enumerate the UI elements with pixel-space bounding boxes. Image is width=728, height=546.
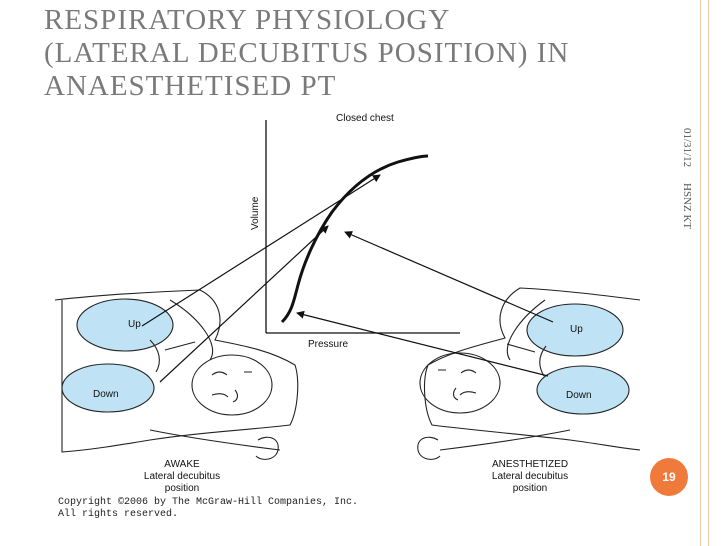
- decorative-rule-inner: [708, 0, 709, 546]
- arrow-right-up: [344, 231, 554, 323]
- left-arm: [149, 299, 281, 451]
- left-face: [211, 371, 252, 403]
- right-patient-illustration: [417, 287, 641, 460]
- copyright-notice: Copyright ©2006 by The McGraw-Hill Compa…: [58, 497, 359, 520]
- right-up-label: Up: [570, 324, 583, 335]
- page-number-badge: 19: [650, 458, 688, 496]
- x-axis-label: Pressure: [308, 339, 348, 350]
- right-head: [419, 352, 501, 414]
- right-up-lung: [526, 303, 624, 357]
- left-position-caption-line1: Lateral decubitus: [144, 471, 220, 482]
- left-trachea: [149, 339, 196, 373]
- left-down-lung: [61, 363, 155, 413]
- right-position-caption-line2: position: [513, 483, 547, 494]
- right-down-label: Down: [566, 390, 592, 401]
- arrow-left-down: [159, 225, 329, 383]
- decorative-rule-outer: [700, 0, 701, 546]
- left-down-label: Down: [93, 389, 119, 400]
- y-axis-label: Volume: [250, 196, 261, 230]
- left-position-caption-line2: position: [165, 483, 199, 494]
- left-head: [191, 354, 273, 416]
- left-hand: [255, 436, 279, 460]
- arrow-left-up: [141, 174, 381, 327]
- connector-arrows: [141, 174, 554, 383]
- slide-title: RESPIRATORY PHYSIOLOGY (LATERAL DECUBITU…: [44, 4, 570, 102]
- pressure-volume-chart: Closed chest Volume Pressure: [250, 113, 460, 350]
- right-arm: [439, 299, 571, 451]
- left-torso-outline: [54, 289, 299, 453]
- arrow-right-down: [296, 310, 549, 377]
- left-state-caption: AWAKE: [164, 459, 200, 470]
- left-up-label: Up: [128, 319, 141, 330]
- right-hand: [417, 436, 441, 460]
- left-patient-illustration: [54, 289, 299, 460]
- left-up-lung: [76, 298, 174, 352]
- chart-title: Closed chest: [336, 113, 394, 124]
- right-down-lung: [536, 365, 630, 415]
- compliance-curve: [280, 154, 429, 324]
- right-state-caption: ANESTHETIZED: [492, 459, 568, 470]
- right-position-caption-line1: Lateral decubitus: [492, 471, 568, 482]
- right-trachea: [506, 343, 547, 377]
- right-face: [438, 369, 477, 401]
